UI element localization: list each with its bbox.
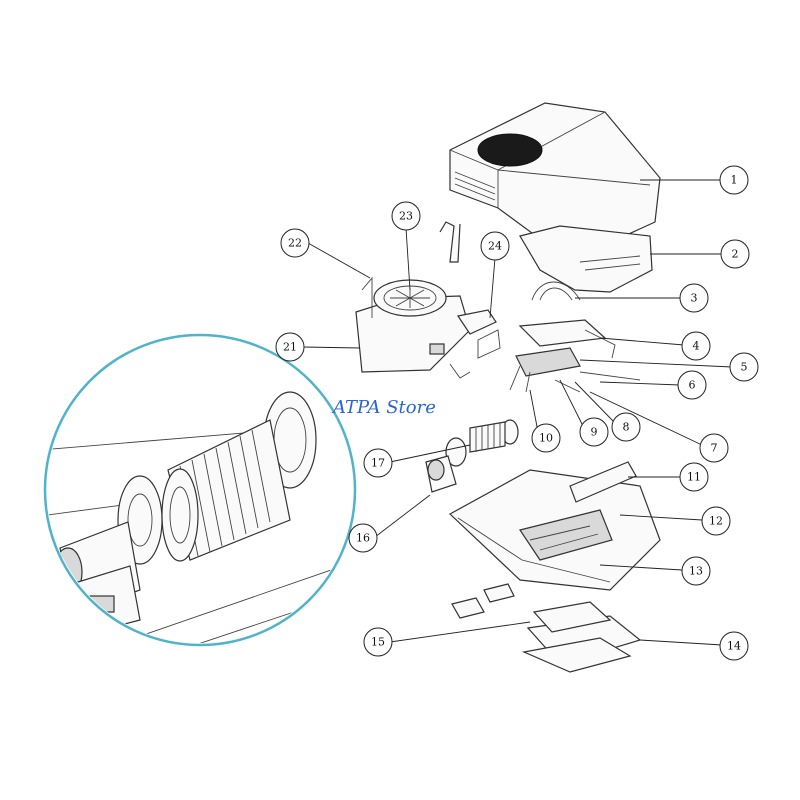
filter-pads <box>451 583 642 673</box>
leader-lines <box>302 179 733 646</box>
callout-number: 9 <box>591 426 598 439</box>
callout-23: 23 <box>391 201 421 231</box>
callout-4: 4 <box>681 331 711 361</box>
callout-number: 6 <box>689 379 696 392</box>
callout-8: 8 <box>611 412 641 442</box>
callout-number: 10 <box>539 432 553 445</box>
callout-number: 2 <box>732 248 739 261</box>
callout-number: 16 <box>356 532 370 545</box>
callout-number: 7 <box>711 442 718 455</box>
front-housing-part <box>519 225 653 293</box>
callout-1: 1 <box>719 165 749 195</box>
callout-number: 3 <box>691 292 698 305</box>
callout-24: 24 <box>480 231 510 261</box>
callout-17: 17 <box>363 448 393 478</box>
callout-22: 22 <box>280 228 310 258</box>
base-pan <box>448 461 661 591</box>
callout-16: 16 <box>348 523 378 553</box>
callout-3: 3 <box>679 283 709 313</box>
arch-part <box>531 281 581 301</box>
blower-housing <box>355 221 501 379</box>
blower-motor-small <box>425 419 519 493</box>
callout-2: 2 <box>720 239 750 269</box>
callout-number: 12 <box>709 515 723 528</box>
coil-assembly <box>509 319 641 393</box>
callout-number: 23 <box>399 210 413 223</box>
callout-number: 1 <box>731 174 738 187</box>
callout-number: 15 <box>371 636 385 649</box>
zoom-inset <box>43 333 357 647</box>
watermark-text: ATPA Store <box>331 397 436 418</box>
callout-7: 7 <box>699 433 729 463</box>
callout-15: 15 <box>363 627 393 657</box>
callout-13: 13 <box>681 556 711 586</box>
callout-number: 24 <box>488 240 502 253</box>
callout-5: 5 <box>729 352 759 382</box>
callout-number: 17 <box>371 457 385 470</box>
callout-number: 5 <box>741 361 748 374</box>
roof-shroud-part <box>449 102 661 251</box>
callout-10: 10 <box>531 423 561 453</box>
callout-11: 11 <box>679 462 709 492</box>
callout-number: 22 <box>288 237 302 250</box>
callout-number: 8 <box>623 421 630 434</box>
callout-21: 21 <box>275 332 305 362</box>
callout-number: 13 <box>689 565 703 578</box>
callout-14: 14 <box>719 631 749 661</box>
callout-12: 12 <box>701 506 731 536</box>
callout-9: 9 <box>579 417 609 447</box>
callout-number: 21 <box>283 341 297 354</box>
callout-number: 14 <box>727 640 741 653</box>
callout-number: 11 <box>687 471 701 484</box>
callout-number: 4 <box>693 340 700 353</box>
callout-6: 6 <box>677 370 707 400</box>
